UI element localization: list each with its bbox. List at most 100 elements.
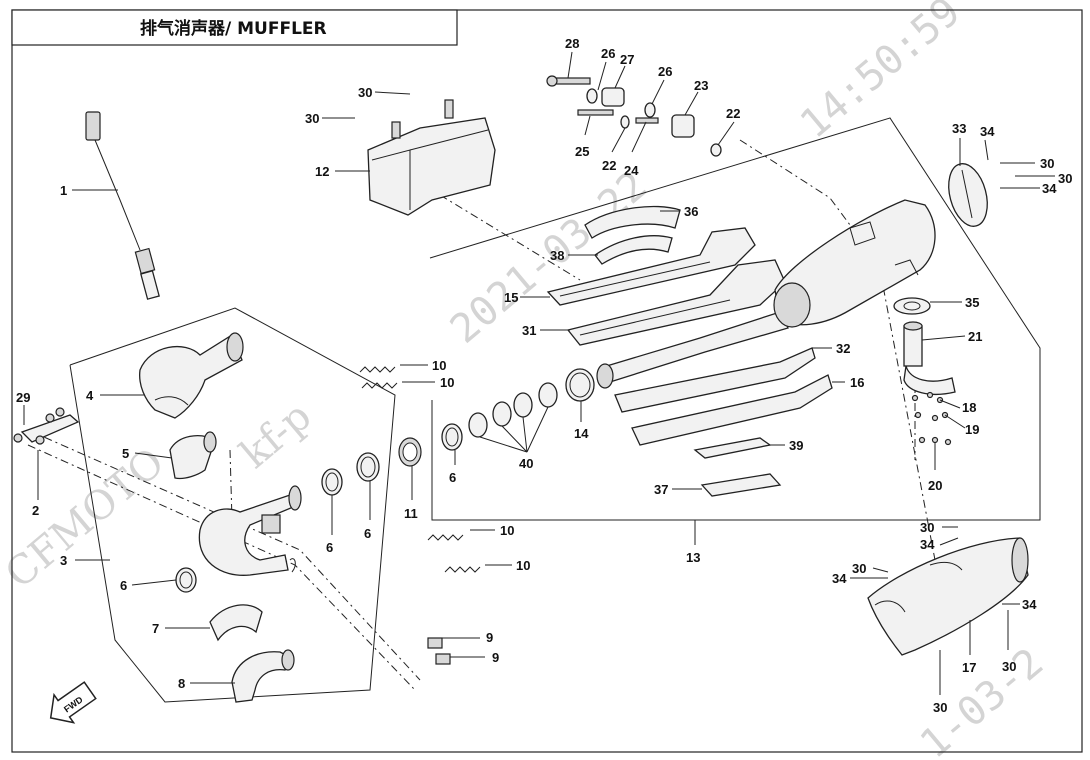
gasket: [356, 452, 380, 482]
gasket: [441, 423, 463, 451]
callout-10a: 10: [432, 358, 446, 373]
assembly-line: [739, 139, 851, 226]
forward-arrow-icon: FWD: [49, 681, 97, 724]
callout-29: 29: [16, 390, 30, 405]
callout-28: 28: [565, 36, 579, 51]
callout-10c: 10: [500, 523, 514, 538]
cover-36: [584, 205, 681, 239]
catalyst-pipe: [139, 332, 244, 419]
callout-39: 39: [789, 438, 803, 453]
tailpipe: [903, 321, 956, 395]
callout-12: 12: [315, 164, 329, 179]
mount-hardware: [546, 75, 722, 157]
callout-25: 25: [575, 144, 589, 159]
end-cap: [948, 163, 988, 227]
callout-38: 38: [550, 248, 564, 263]
lower-shield-32: [614, 347, 816, 413]
muffler-inner-pipe: [596, 311, 789, 389]
callout-30g: 30: [1002, 659, 1016, 674]
callout-16: 16: [850, 375, 864, 390]
cover-39: [693, 437, 772, 459]
callout-9b: 9: [492, 650, 499, 665]
seal-rings: [468, 382, 558, 438]
spring: [444, 566, 481, 573]
callout-26b: 26: [658, 64, 672, 79]
gasket: [321, 468, 343, 496]
callout-6a: 6: [120, 578, 127, 593]
callout-23: 23: [694, 78, 708, 93]
callout-8: 8: [178, 676, 185, 691]
callout-34e: 34: [1022, 597, 1037, 612]
callout-40: 40: [519, 456, 533, 471]
callout-36: 36: [684, 204, 698, 219]
oxygen-sensor: [85, 111, 160, 300]
tailpipe-gasket: [893, 297, 931, 315]
callout-26a: 26: [601, 46, 615, 61]
callout-24: 24: [624, 163, 639, 178]
watermark-time: 14:50:59: [792, 0, 969, 148]
heat-shield-upper: [367, 99, 496, 216]
assembly-line: [27, 429, 421, 681]
callout-30e: 30: [920, 520, 934, 535]
callout-30a: 30: [358, 85, 372, 100]
callout-22a: 22: [602, 158, 616, 173]
muffler-body: [773, 199, 936, 328]
bolt: [427, 637, 443, 649]
mounting-bracket: [13, 407, 80, 445]
callout-35: 35: [965, 295, 979, 310]
lower-pipe: [231, 649, 295, 703]
callout-27: 27: [620, 52, 634, 67]
callout-3: 3: [60, 553, 67, 568]
callout-20: 20: [928, 478, 942, 493]
callout-30b: 30: [305, 111, 319, 126]
callout-34c: 34: [920, 537, 935, 552]
callouts: 1 2 3 4 5 6 6 6 6 7 8 9 9 10 10 10 10 11…: [16, 36, 1072, 715]
callout-5: 5: [122, 446, 129, 461]
callout-1: 1: [60, 183, 67, 198]
callout-33: 33: [952, 121, 966, 136]
pipe-clamp: [565, 368, 595, 402]
callout-9a: 9: [486, 630, 493, 645]
spring: [361, 382, 398, 389]
callout-37: 37: [654, 482, 668, 497]
spring: [359, 366, 396, 373]
callout-30d: 30: [1058, 171, 1072, 186]
callout-19: 19: [965, 422, 979, 437]
lower-shield-16: [631, 374, 833, 446]
callout-4: 4: [86, 388, 94, 403]
diagram-frame: [11, 9, 1083, 753]
callout-13: 13: [686, 550, 700, 565]
assembly-line: [229, 449, 233, 521]
shield-tube-upper: [546, 227, 756, 306]
bolt: [435, 653, 451, 665]
spring: [427, 534, 464, 541]
callout-30h: 30: [933, 700, 947, 715]
heat-shield-lower: [209, 604, 263, 642]
callout-34d: 34: [832, 571, 847, 586]
callout-30c: 30: [1040, 156, 1054, 171]
callout-32: 32: [836, 341, 850, 356]
callout-6c: 6: [364, 526, 371, 541]
seal-ring: [398, 437, 422, 467]
callout-10b: 10: [440, 375, 454, 390]
callout-30f: 30: [852, 561, 866, 576]
watermark-brand: CFMOTO: [0, 439, 173, 597]
title-box: [11, 9, 458, 46]
connector-pipe: [169, 431, 217, 480]
callout-14: 14: [574, 426, 589, 441]
callout-6d: 6: [449, 470, 456, 485]
callout-34b: 34: [1042, 181, 1057, 196]
callout-6b: 6: [326, 540, 333, 555]
cover-38: [594, 235, 673, 265]
muffler-outer-cover: [867, 537, 1029, 656]
callout-11: 11: [404, 506, 418, 521]
header-pipe: [198, 485, 302, 576]
callout-7: 7: [152, 621, 159, 636]
callout-31: 31: [522, 323, 536, 338]
callout-34a: 34: [980, 124, 995, 139]
cover-37: [700, 473, 782, 497]
watermark-user: kf-p: [232, 393, 320, 478]
callout-17: 17: [962, 660, 976, 675]
muffler-assembly-group-outline: [429, 117, 1041, 521]
